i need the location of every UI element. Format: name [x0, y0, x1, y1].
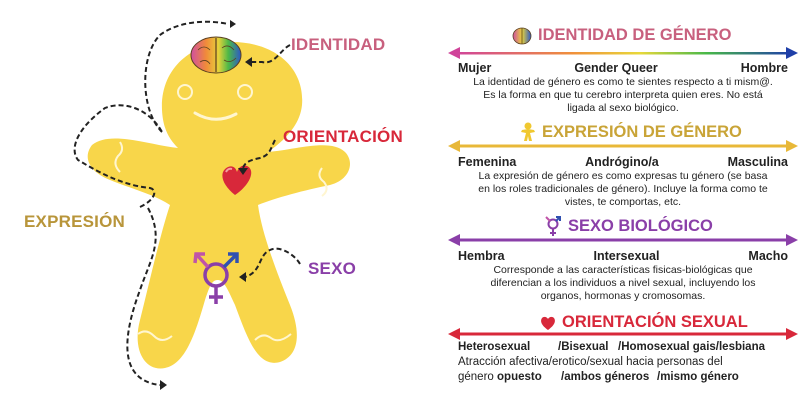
label-sexo: SEXO	[308, 259, 357, 278]
arrow-sexo	[244, 247, 301, 278]
arrow-expresion-mid	[73, 104, 163, 208]
arrow-expresion-top	[144, 20, 229, 133]
brain-icon	[190, 36, 242, 74]
section-title: IDENTIDAD DE GÉNERO	[512, 26, 731, 45]
spectrum-arrow-expresion	[448, 140, 798, 152]
section-title: EXPRESIÓN DE GÉNERO	[520, 122, 742, 142]
body-shape	[87, 42, 350, 369]
section-description: La expresión de género es como expresas …	[478, 170, 768, 208]
arrow-expresion-bottom	[126, 207, 161, 386]
arrow-orientacion	[242, 139, 276, 169]
section-title: ORIENTACIÓN SEXUAL	[540, 313, 748, 332]
brain-icon	[512, 27, 532, 44]
gingerbread-figure: IDENTIDAD ORIENTACIÓN EXPRESIÓN SEXO	[24, 20, 403, 390]
arrow-identidad	[252, 44, 291, 64]
heart-icon	[541, 316, 555, 330]
section-description: La identidad de género es como te siente…	[473, 76, 773, 114]
section-title: SEXO BIOLÓGICO	[544, 215, 713, 237]
spectrum-panel: IDENTIDAD DE GÉNERO Mujer Gender Queer H…	[448, 0, 804, 400]
gingerbread-body-illustration	[73, 20, 350, 390]
spectrum-poles: Mujer Gender Queer Hombre	[458, 61, 788, 75]
section-description: Corresponde a las características fisica…	[490, 264, 756, 302]
section-description: Atracción afectiva/erotico/sexual hacia …	[458, 356, 739, 383]
spectrum-poles: Hembra Intersexual Macho	[458, 249, 788, 263]
transgender-symbol-icon	[193, 252, 239, 304]
transgender-symbol-icon	[545, 216, 561, 236]
spectrum-arrow-identidad	[448, 47, 798, 59]
gingerbread-person-icon	[521, 122, 535, 141]
spectrum-poles: Heterosexual /Bisexual /Homosexual gais/…	[458, 341, 766, 353]
label-identidad: IDENTIDAD	[291, 35, 386, 54]
label-expresion: EXPRESIÓN	[24, 212, 125, 231]
spectrum-arrow-orientacion	[448, 328, 798, 340]
spectrum-poles: Femenina Andrógino/a Masculina	[458, 155, 788, 169]
label-orientacion: ORIENTACIÓN	[283, 127, 403, 146]
spectrum-arrow-sexo	[448, 234, 798, 246]
